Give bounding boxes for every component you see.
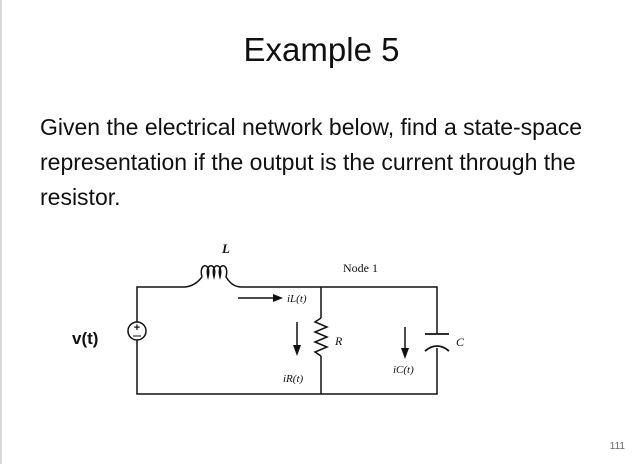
inductor-coil [200,265,243,288]
capacitor-plate-bottom [424,345,450,352]
source-plus-sign: + [134,322,140,334]
resistor-label: R [334,334,343,348]
resistor-zigzag [313,317,329,357]
iL-label: iL(t) [287,293,307,305]
slide-title: Example 5 [243,31,400,68]
iC-arrow-head [401,348,409,359]
iL-arrow-head [273,294,283,302]
inductor-label: L [221,241,230,256]
node-label: Node 1 [343,261,378,275]
iR-label: iR(t) [283,373,303,385]
page-number: 111 [609,441,625,452]
iR-arrow-head [293,345,301,356]
iC-label: iC(t) [393,364,414,376]
problem-statement: Given the electrical network below, find… [40,114,583,210]
wire-top-left [136,276,203,300]
wire-left-lower [136,348,438,395]
capacitor-label: C [456,335,465,349]
source-label: v(t) [72,329,99,348]
wire-top-right [242,286,438,334]
slide-left-border [0,0,2,464]
